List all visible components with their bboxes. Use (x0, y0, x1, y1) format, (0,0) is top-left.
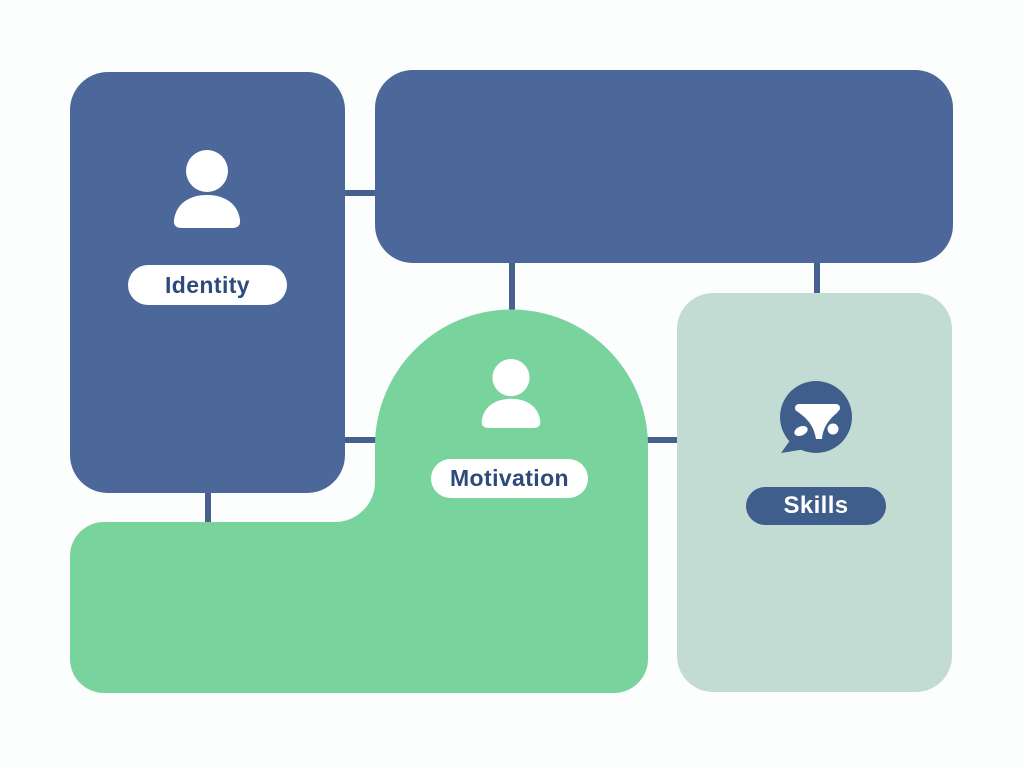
motivation-label-pill: Motivation (431, 459, 588, 498)
motivation-label: Motivation (450, 465, 569, 491)
chat-bubble-icon (780, 381, 852, 453)
connector-top-to-motivation (509, 261, 515, 312)
skills-label: Skills (783, 492, 849, 519)
identity-label-pill: Identity (128, 265, 287, 305)
skills-label-pill: Skills (746, 487, 886, 525)
person-icon (173, 150, 241, 228)
motivation-shape (70, 309, 648, 693)
connector-identity-to-bottom-block (205, 491, 211, 524)
person-icon (481, 359, 541, 428)
connector-identity-to-motivation (344, 437, 378, 443)
connector-top-to-skills (814, 261, 820, 295)
identity-label: Identity (165, 271, 250, 298)
top-card (375, 70, 953, 263)
connector-motivation-to-skills (646, 437, 679, 443)
connector-identity-to-top (345, 190, 377, 196)
